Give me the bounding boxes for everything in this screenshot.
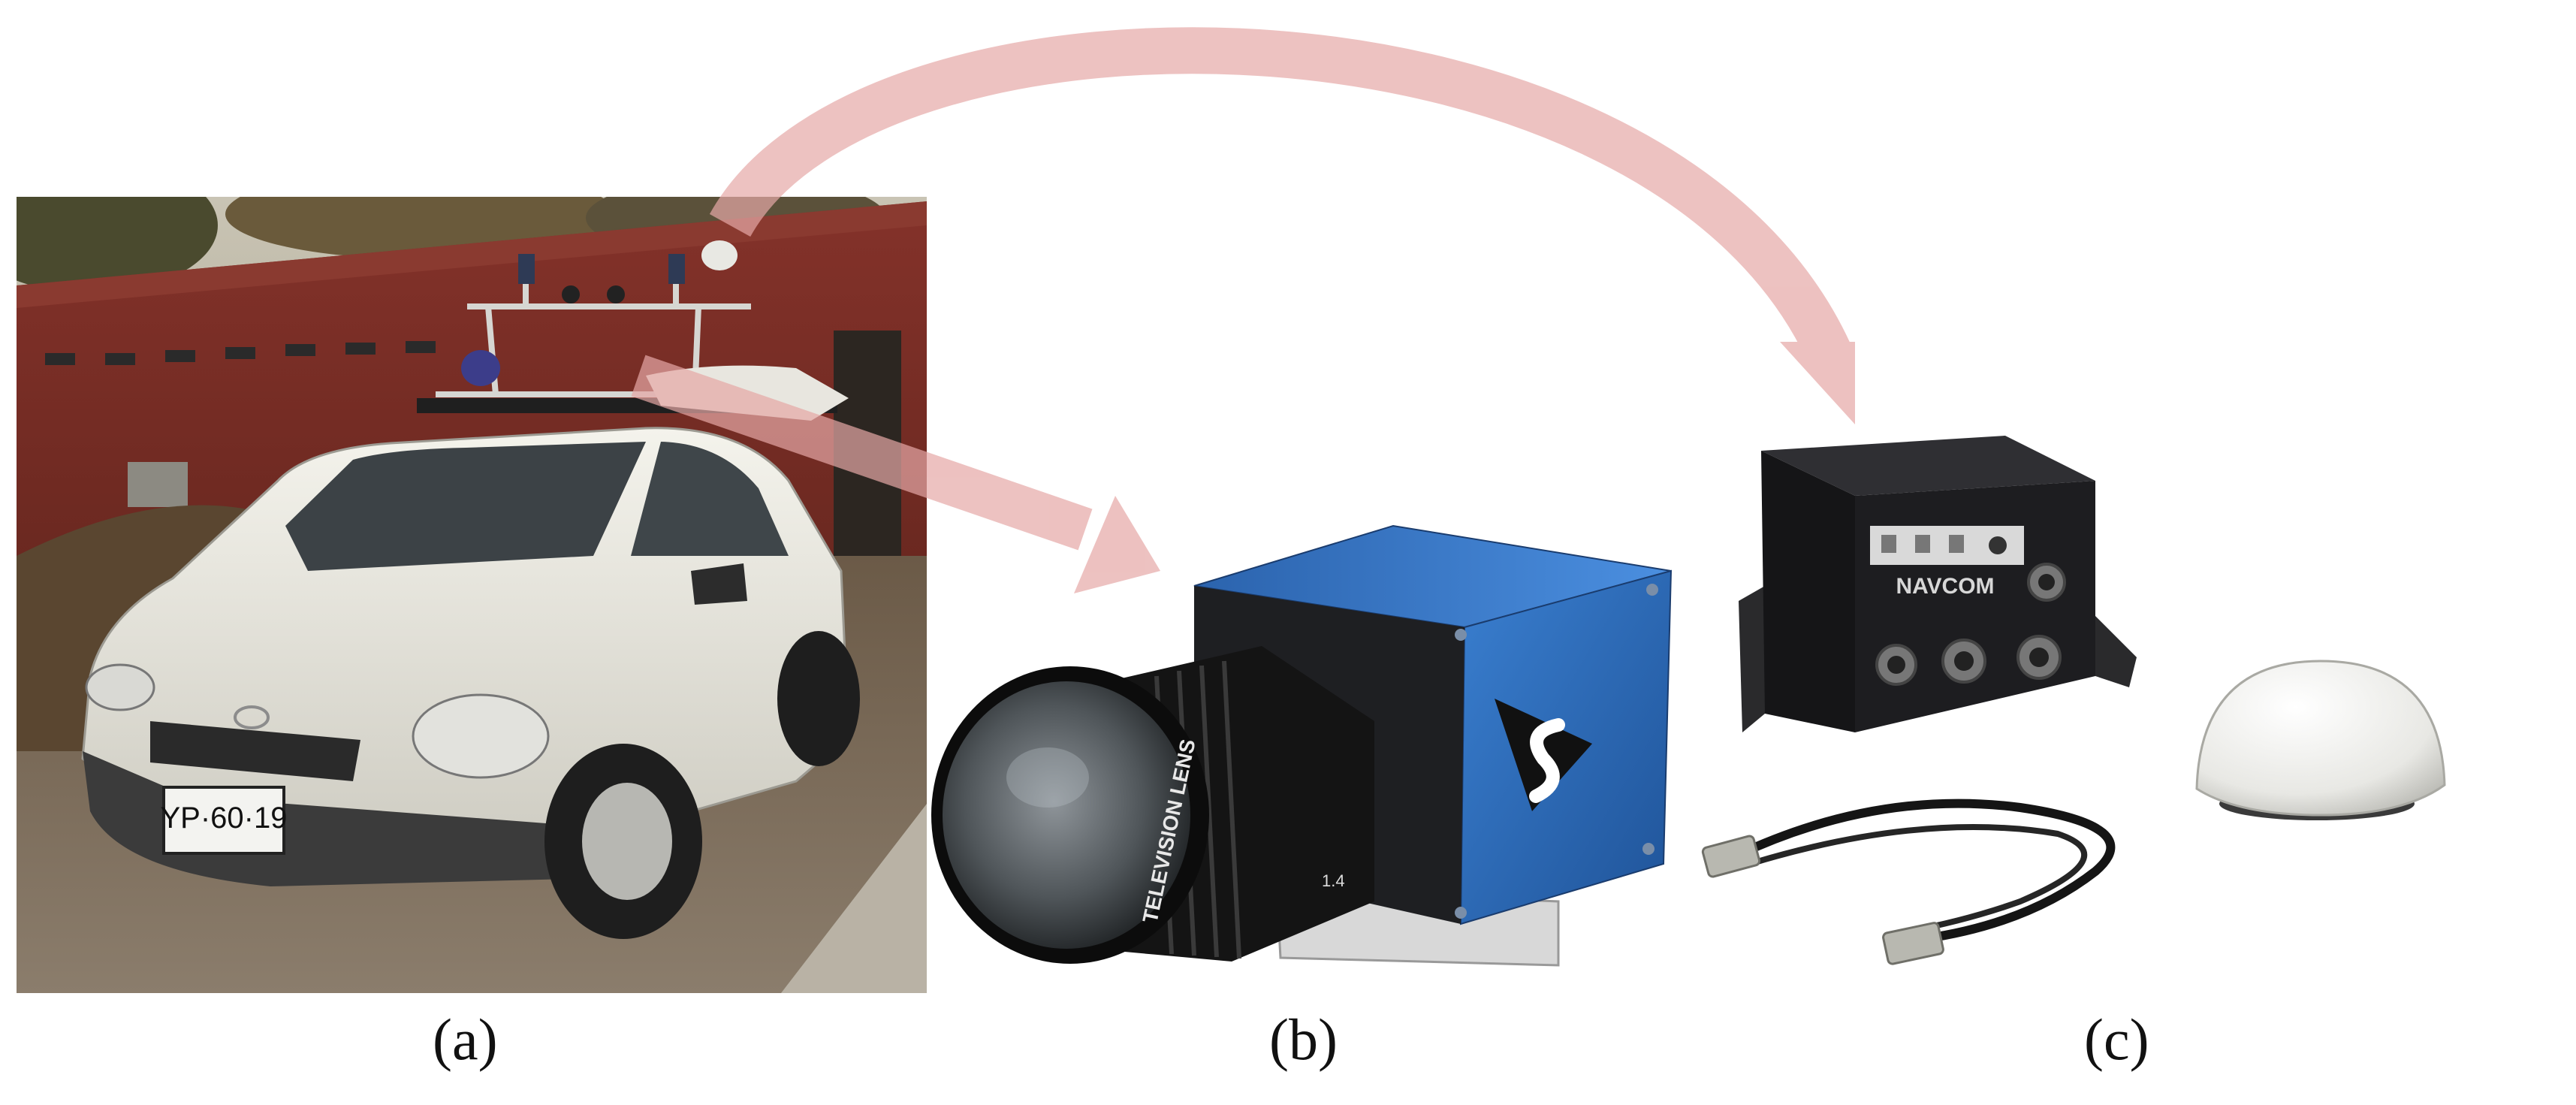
gps-dome-antenna-icon xyxy=(2195,660,2446,820)
arc-arrowhead xyxy=(1780,342,1855,424)
camera-lens: TELEVISION LENS 1.4 xyxy=(931,646,1374,964)
svg-text:1.4: 1.4 xyxy=(1322,871,1345,890)
caption-a: (a) xyxy=(433,1007,498,1072)
rack-gps-antenna xyxy=(701,240,738,270)
panel-a-photo: YP·60·19 xyxy=(17,197,927,993)
arc-arrow xyxy=(709,27,1854,370)
panel-c-gps: NAVCOM xyxy=(1701,436,2446,965)
connector-arrows xyxy=(631,27,1855,593)
panel-b-camera: TELEVISION LENS 1.4 xyxy=(931,524,1673,967)
straight-arrow xyxy=(631,355,1093,551)
license-plate: YP·60·19 xyxy=(161,786,288,855)
camera-logo-icon xyxy=(1495,699,1592,811)
antenna-cable xyxy=(1701,799,2116,965)
receiver-front xyxy=(1855,481,2095,732)
receiver-top xyxy=(1761,436,2095,496)
receiver-brand: NAVCOM xyxy=(1896,574,1994,599)
caption-c: (c) xyxy=(2084,1007,2149,1072)
car xyxy=(81,427,860,939)
plate-text: YP·60·19 xyxy=(161,802,288,835)
receiver-left xyxy=(1761,451,1855,732)
straight-arrowhead xyxy=(1074,496,1160,593)
caption-b: (b) xyxy=(1269,1007,1338,1072)
rack-cameras xyxy=(461,254,685,386)
